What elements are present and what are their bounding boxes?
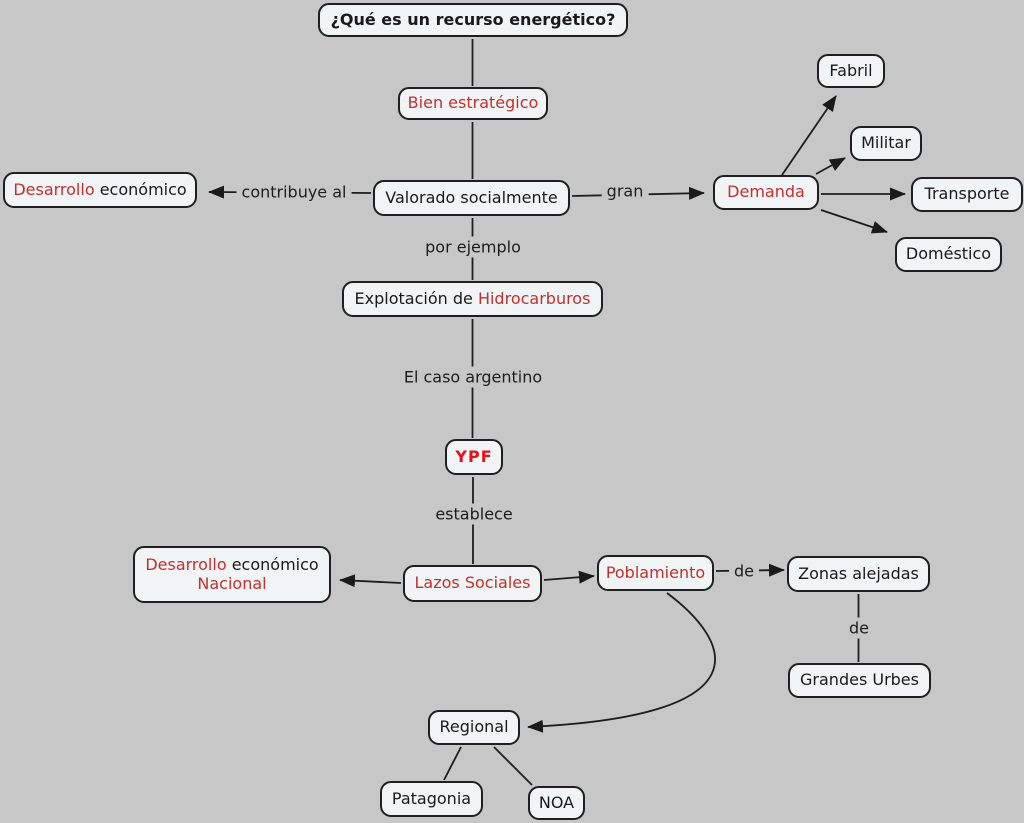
node-poblamiento-label: Poblamiento (605, 562, 706, 582)
edge-poblamiento-regional (527, 592, 716, 733)
edge-label-por-ejemplo: por ejemplo (420, 236, 526, 258)
node-patagonia-label: Patagonia (391, 788, 472, 808)
node-transporte-label: Transporte (924, 184, 1010, 204)
node-demanda[interactable]: Demanda (713, 175, 819, 210)
node-noa-label: NOA (538, 792, 575, 812)
node-domestico[interactable]: Doméstico (895, 237, 1002, 272)
node-patagonia[interactable]: Patagonia (380, 781, 483, 817)
node-demanda-label: Demanda (727, 182, 805, 202)
node-grandes-label: Grandes Urbes (800, 670, 919, 690)
edge-demanda-militar (815, 157, 846, 175)
node-transporte[interactable]: Transporte (911, 177, 1023, 212)
node-poblamiento[interactable]: Poblamiento (597, 555, 714, 591)
node-noa[interactable]: NOA (528, 786, 585, 820)
node-pregunta-titulo[interactable]: ¿Qué es un recurso energético? (318, 3, 628, 37)
node-regional[interactable]: Regional (428, 710, 520, 745)
edge-lazos-poblamiento (543, 570, 595, 584)
node-ypf[interactable]: YPF (445, 439, 503, 475)
edge-label-de-grandes: de (844, 617, 874, 639)
node-zonas-alejadas[interactable]: Zonas alejadas (787, 556, 930, 592)
node-title-label: ¿Qué es un recurso energético? (330, 9, 616, 29)
node-desarrollo-label: Desarrollo económico (13, 179, 187, 199)
node-ypf-label: YPF (455, 446, 493, 466)
edge-label-contribuye-al: contribuye al (236, 181, 352, 203)
node-desarrollo-economico[interactable]: Desarrollo económico (3, 172, 197, 208)
node-militar[interactable]: Militar (850, 126, 922, 161)
node-explotacion-label: Explotación de Hidrocarburos (354, 288, 591, 308)
node-valorado-socialmente[interactable]: Valorado socialmente (373, 180, 570, 216)
node-fabril[interactable]: Fabril (817, 54, 885, 88)
node-fabril-label: Fabril (829, 60, 873, 80)
edge-label-de-zonas: de (729, 560, 759, 582)
node-bien-label: Bien estratégico (407, 93, 539, 113)
edge-lazos-desarrollo-nacional (339, 574, 402, 588)
node-valorado-label: Valorado socialmente (385, 187, 558, 207)
node-explotacion-hidrocarburos[interactable]: Explotación de Hidrocarburos (342, 281, 603, 317)
edge-demanda-domestico (820, 209, 888, 234)
node-zonas-label: Zonas alejadas (798, 563, 919, 583)
node-desarrollo-nacional-line2: Nacional (197, 573, 267, 593)
node-desarrollo-nacional-line1: Desarrollo económico (145, 555, 319, 575)
edge-label-establece: establece (430, 503, 518, 525)
edge-label-el-caso-argentino: El caso argentino (398, 366, 548, 388)
node-regional-label: Regional (439, 717, 509, 737)
node-grandes-urbes[interactable]: Grandes Urbes (788, 663, 931, 698)
edge-regional-patagonia (443, 746, 462, 781)
node-desarrollo-economico-nacional[interactable]: Desarrollo económico Nacional (133, 546, 331, 603)
node-lazos-label: Lazos Sociales (414, 573, 531, 593)
node-domestico-label: Doméstico (905, 244, 992, 264)
edge-label-gran: gran (601, 180, 649, 202)
node-militar-label: Militar (861, 133, 911, 153)
node-bien-estrategico[interactable]: Bien estratégico (398, 87, 548, 120)
edge-demanda-fabril (781, 95, 837, 176)
edge-regional-noa (493, 746, 533, 786)
node-lazos-sociales[interactable]: Lazos Sociales (403, 565, 542, 602)
